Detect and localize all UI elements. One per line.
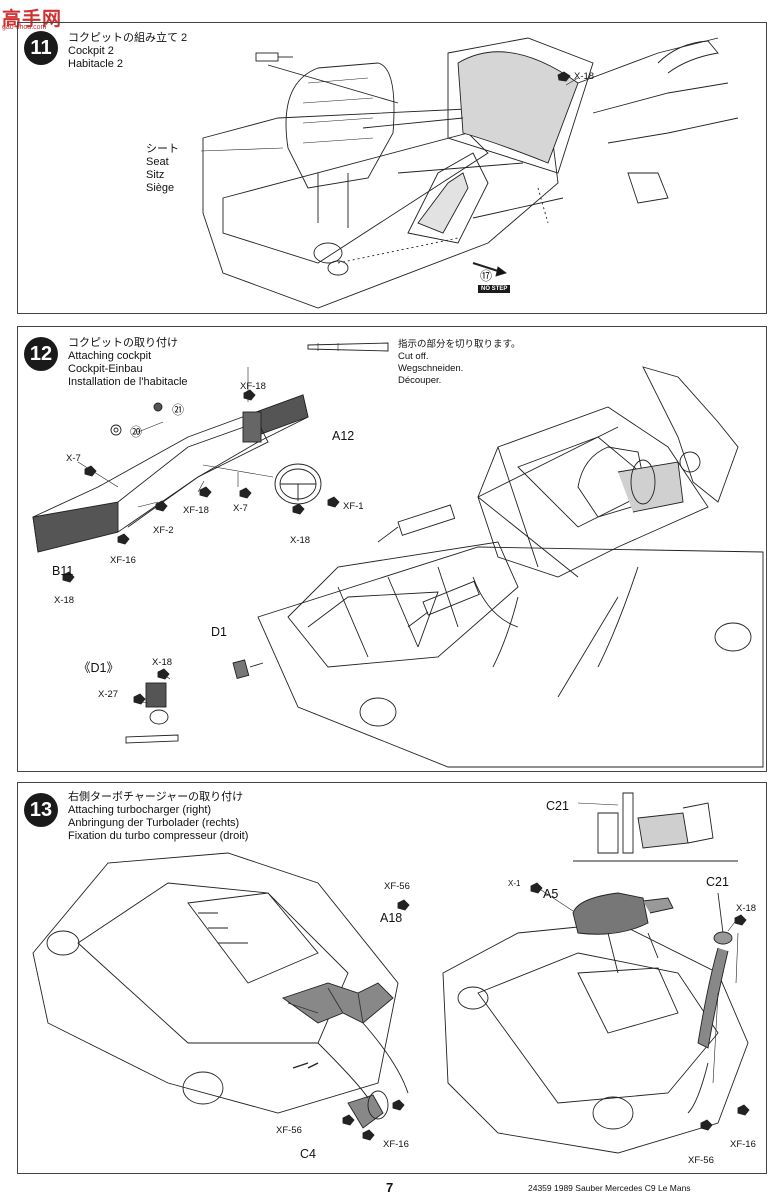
title-de: Anbringung der Turbolader (rechts) <box>68 817 240 829</box>
part-label-xf56-right: XF-56 <box>688 1155 714 1166</box>
page-number: 7 <box>386 1180 394 1195</box>
part-label-x7-left: X-7 <box>66 453 81 464</box>
cut-de: Wegschneiden. <box>398 363 464 374</box>
step-number-badge: 13 <box>24 793 58 827</box>
part-label-x1: X-1 <box>508 879 521 888</box>
part-label-a5: A5 <box>543 887 559 901</box>
step-11-illustration <box>200 37 739 309</box>
step-12-illustration <box>32 342 764 768</box>
ref-step-17: ⑰ <box>480 269 493 283</box>
part-label-xf18-top: XF-18 <box>240 381 266 392</box>
part-label-xf16-right: XF-16 <box>730 1139 756 1150</box>
part-label-xf56-a18: XF-56 <box>384 881 410 892</box>
part-label-b11: B11 <box>52 564 74 578</box>
step-13-panel: 13 右側ターボチャージャーの取り付け Attaching turbocharg… <box>17 782 767 1174</box>
step-12-panel: 12 コクピットの取り付け Attaching cockpit Cockpit-… <box>17 326 767 772</box>
step-title: 右側ターボチャージャーの取り付け Attaching turbocharger … <box>68 791 248 843</box>
d1-detail-label: 《D1》 <box>78 661 119 675</box>
part-label-x18-b11: X-18 <box>54 595 75 606</box>
cut-en: Cut off. <box>398 351 429 362</box>
no-step-badge: NO STEP <box>478 285 511 293</box>
kit-code: 24359 1989 Sauber Mercedes C9 Le Mans <box>528 1183 691 1193</box>
part-label-a12: A12 <box>332 429 355 443</box>
part-label-xf16: XF-16 <box>110 555 136 566</box>
title-fr: Installation de l'habitacle <box>68 376 188 388</box>
title-de: Cockpit-Einbau <box>68 363 143 375</box>
title-en: Cockpit 2 <box>68 45 114 57</box>
part-label-x18-right: X-18 <box>736 903 757 914</box>
part-label-a18: A18 <box>380 911 403 925</box>
watermark-title: 高手网 <box>2 8 63 30</box>
title-jp: コクピットの取り付け <box>68 337 178 349</box>
part-label-c21-right: C21 <box>706 875 729 889</box>
seat-label: シート Seat Sitz Siège <box>146 143 179 195</box>
seat-fr: Siège <box>146 182 175 194</box>
part-label-d1: D1 <box>211 625 227 639</box>
part-label-x18-wheel: X-18 <box>290 535 311 546</box>
part-label-xf1: XF-1 <box>343 501 364 512</box>
watermark-subtitle: gao-shou.com <box>2 24 47 31</box>
title-en: Attaching turbocharger (right) <box>68 804 212 816</box>
part-label-xf56-left: XF-56 <box>276 1125 302 1136</box>
step-number-badge: 11 <box>24 31 58 65</box>
part-label-xf2: XF-2 <box>153 525 174 536</box>
part-label-x27: X-27 <box>98 689 119 700</box>
title-jp: コクピットの組み立て 2 <box>68 32 188 44</box>
title-fr: Habitacle 2 <box>68 58 124 70</box>
title-en: Attaching cockpit <box>68 350 152 362</box>
part-label-x7-mid: X-7 <box>233 503 248 514</box>
step-title: コクピットの取り付け Attaching cockpit Cockpit-Ein… <box>68 337 188 389</box>
part-label-c4: C4 <box>300 1147 316 1161</box>
part-label-xf16-left: XF-16 <box>383 1139 409 1150</box>
ref-step-21: ㉑ <box>172 403 185 417</box>
cut-jp: 指示の部分を切り取ります。 <box>398 339 521 350</box>
cut-fr: Découper. <box>398 375 442 386</box>
part-label-x18: X-18 <box>574 71 595 82</box>
part-label-x18-d1: X-18 <box>152 657 173 668</box>
cut-off-note: 指示の部分を切り取ります。 Cut off. Wegschneiden. Déc… <box>398 339 521 387</box>
ref-step-20: ⑳ <box>130 425 143 439</box>
step-13-illustration <box>32 792 750 1154</box>
part-label-xf18-mid: XF-18 <box>183 505 209 516</box>
seat-en: Seat <box>146 156 169 168</box>
seat-jp: シート <box>146 143 179 155</box>
title-fr: Fixation du turbo compresseur (droit) <box>68 830 249 842</box>
site-watermark-logo: 高手网 gao-shou.com <box>2 2 72 32</box>
title-jp: 右側ターボチャージャーの取り付け <box>68 791 244 803</box>
seat-de: Sitz <box>146 169 165 181</box>
step-number-badge: 12 <box>24 337 58 371</box>
step-11-panel: 11 コクピットの組み立て 2 Cockpit 2 Habitacle 2 シー… <box>17 22 767 314</box>
step-title: コクピットの組み立て 2 Cockpit 2 Habitacle 2 <box>68 32 187 71</box>
part-label-c21-inset: C21 <box>546 799 569 813</box>
